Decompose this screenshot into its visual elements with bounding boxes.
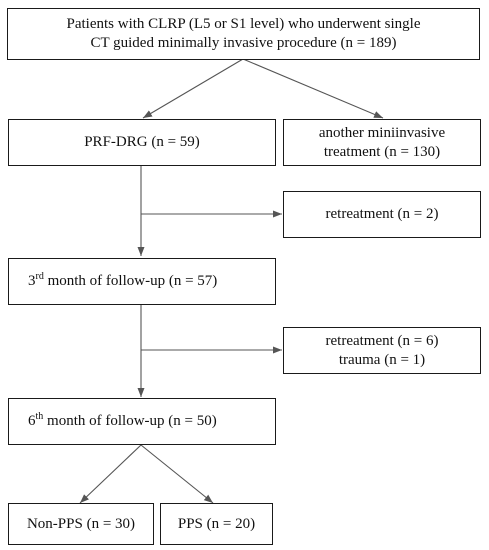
box-pps: PPS (n = 20)	[160, 503, 273, 545]
box-month-6: 6th month of follow-up (n = 50)	[8, 398, 276, 445]
box-retreatment-2: retreatment (n = 6) trauma (n = 1)	[283, 327, 481, 374]
patients-line-1: Patients with CLRP (L5 or S1 level) who …	[66, 16, 421, 32]
another-treatment-line-1: another miniinvasive	[318, 124, 446, 141]
arrow-to-another-treatment	[242, 58, 384, 119]
arrow-to-pps	[140, 444, 214, 504]
month-3-label: 3rd month of follow-up (n = 57)	[28, 271, 218, 290]
pps-label: PPS (n = 20)	[177, 515, 256, 532]
retreatment-2-line-1: retreatment (n = 6)	[325, 332, 439, 349]
arrow-to-non-pps	[79, 444, 142, 504]
patients-line-2: CT guided minimally invasive procedure (…	[90, 35, 397, 51]
another-treatment-line-2: treatment (n = 130)	[323, 143, 441, 160]
prf-drg-label: PRF-DRG (n = 59)	[84, 134, 200, 150]
box-retreatment-1: retreatment (n = 2)	[283, 191, 481, 238]
retreatment-2-line-2: trauma (n = 1)	[338, 351, 426, 368]
retreatment-1-label: retreatment (n = 2)	[325, 206, 439, 222]
arrow-to-prf-drg	[142, 58, 244, 119]
box-patients-total: Patients with CLRP (L5 or S1 level) who …	[7, 8, 480, 60]
box-prf-drg: PRF-DRG (n = 59)	[8, 119, 276, 166]
box-non-pps: Non-PPS (n = 30)	[8, 503, 154, 545]
box-month-3: 3rd month of follow-up (n = 57)	[8, 258, 276, 305]
month-6-label: 6th month of follow-up (n = 50)	[28, 411, 217, 430]
non-pps-label: Non-PPS (n = 30)	[26, 515, 136, 532]
box-another-treatment: another miniinvasive treatment (n = 130)	[283, 119, 481, 166]
